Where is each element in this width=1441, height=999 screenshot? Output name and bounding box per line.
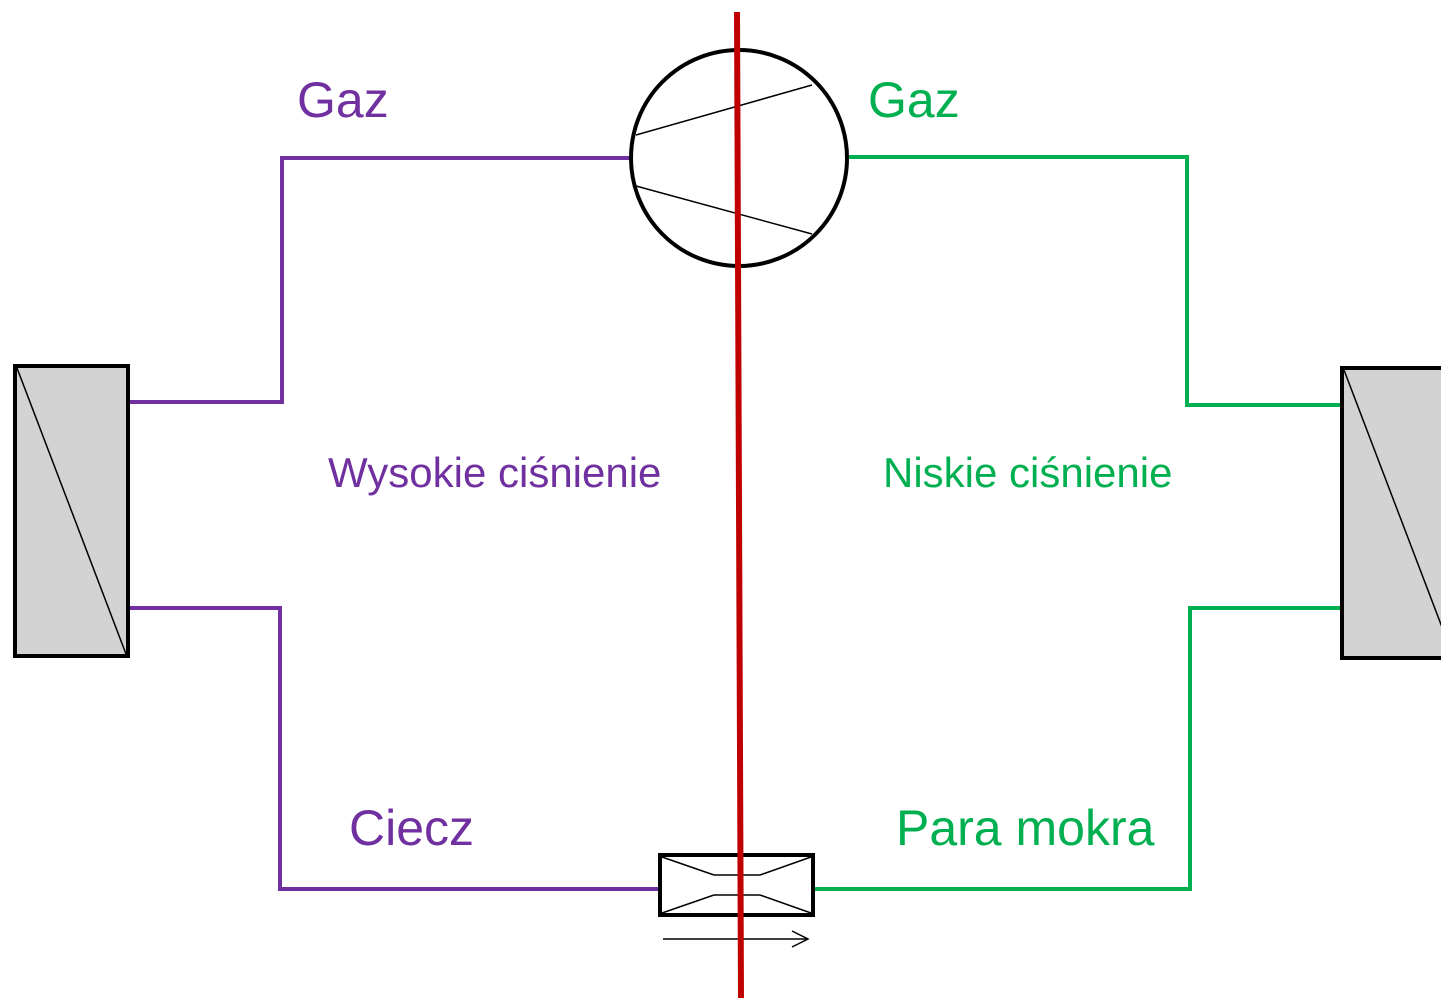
condenser-diagonal: [16, 367, 127, 655]
valve-line-4: [661, 894, 715, 914]
expansion-valve: [658, 853, 815, 917]
valve-line-1: [661, 856, 715, 876]
valve-line-3: [759, 856, 812, 876]
high-pressure-piping: [118, 156, 662, 891]
wet-vapor-label: Para mokra: [896, 800, 1155, 856]
high-gas-label: Gaz: [297, 72, 389, 128]
low-gas-label: Gaz: [868, 72, 960, 128]
liquid-label: Ciecz: [349, 800, 474, 856]
flow-arrow-head: [791, 930, 810, 948]
compressor-line-top: [635, 84, 813, 136]
valve-line-6: [759, 894, 812, 914]
flow-arrow: [663, 930, 810, 948]
condenser: [13, 364, 130, 658]
evaporator: [1340, 366, 1441, 660]
low-pressure-piping: [813, 155, 1344, 891]
evaporator-body: [1340, 366, 1441, 660]
high-pressure-label: Wysokie ciśnienie: [328, 449, 661, 496]
pressure-divider-line: [734, 11, 744, 999]
low-pressure-label: Niskie ciśnienie: [883, 449, 1172, 496]
compressor-line-bottom: [635, 185, 813, 235]
evaporator-diagonal: [1343, 369, 1441, 627]
